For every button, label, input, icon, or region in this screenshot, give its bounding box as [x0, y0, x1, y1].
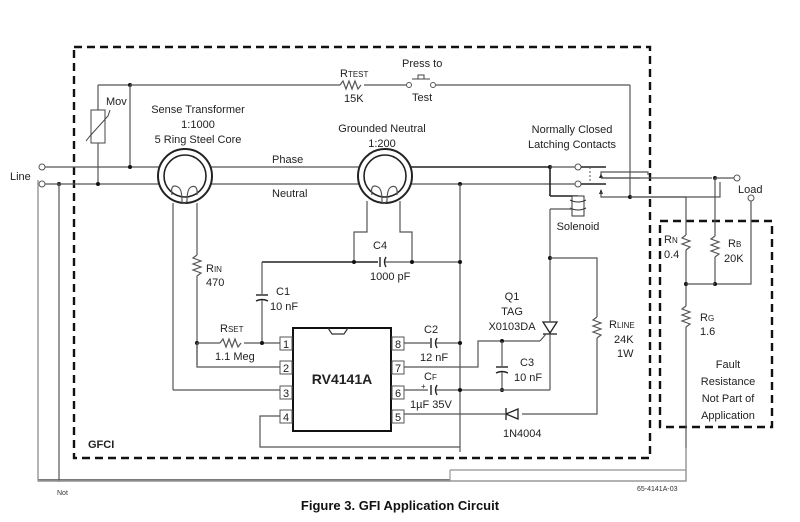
rb-resistor	[709, 235, 721, 258]
q1-line-2: TAG	[501, 306, 523, 318]
svg-text:3: 3	[283, 388, 289, 400]
svg-text:8: 8	[395, 339, 401, 351]
q1-line-1: Q1	[505, 291, 520, 303]
neutral-label: Neutral	[272, 188, 307, 200]
c4-label: C4	[373, 240, 387, 252]
figure-caption: Figure 3. GFI Application Circuit	[301, 498, 500, 513]
c3-label: C3	[520, 357, 534, 369]
rg-resistor	[680, 305, 692, 328]
rline-value: 24K	[614, 334, 634, 346]
grounded-neutral-line-1: Grounded Neutral	[338, 123, 425, 135]
rg-label: RG	[700, 312, 714, 324]
svg-text:2: 2	[283, 363, 289, 375]
chip-left-pins: 1 2 3 4	[279, 336, 293, 424]
rb-label: RB	[728, 238, 741, 250]
rtest-resistor	[339, 79, 362, 91]
q1-line-3: X0103DA	[488, 321, 536, 333]
rline-resistor	[591, 316, 603, 339]
c3-value: 10 nF	[514, 372, 542, 384]
c2-label: C2	[424, 324, 438, 336]
svg-text:6: 6	[395, 388, 401, 400]
svg-text:+: +	[421, 382, 426, 391]
line-label: Line	[10, 171, 31, 183]
rin-value: 470	[206, 277, 224, 289]
sense-transformer-line-1: Sense Transformer	[151, 104, 245, 116]
rn-value: 0.4	[664, 249, 679, 261]
diode-label: 1N4004	[503, 428, 542, 440]
svg-text:5: 5	[395, 412, 401, 424]
rtest-value: 15K	[344, 93, 364, 105]
sense-transformer-core	[157, 148, 213, 204]
fault-resistance-boundary	[658, 219, 774, 429]
phase-label: Phase	[272, 154, 303, 166]
chip-name: RV4141A	[312, 371, 372, 387]
fault-line-1: Fault	[716, 359, 740, 371]
contact-phase	[574, 163, 582, 171]
sense-transformer-line-3: 5 Ring Steel Core	[155, 134, 242, 146]
cf-value: 1µF 35V	[410, 399, 452, 411]
svg-text:4: 4	[283, 412, 289, 424]
rline-label: RLINE	[609, 319, 635, 331]
gfci-label: GFCI	[88, 439, 114, 451]
c1-value: 10 nF	[270, 301, 298, 313]
mov-label: Mov	[106, 96, 127, 108]
fault-line-3: Not Part of	[702, 393, 756, 405]
solenoid-label: Solenoid	[557, 221, 600, 233]
rline-rating: 1W	[617, 348, 634, 360]
test-pushbutton[interactable]	[412, 74, 430, 80]
cf-label: CF	[424, 371, 437, 383]
contacts-line-1: Normally Closed	[532, 124, 613, 136]
rn-resistor	[680, 234, 692, 251]
load-neutral-terminal	[747, 194, 755, 202]
rset-resistor	[219, 337, 242, 349]
grounded-neutral-line-2: 1:200	[368, 138, 396, 150]
load-label: Load	[738, 184, 762, 196]
grounded-neutral-core	[357, 148, 413, 204]
rin-label: RIN	[206, 263, 222, 275]
solenoid	[571, 195, 585, 217]
load-phase-terminal	[733, 174, 741, 182]
contact-neutral	[574, 180, 582, 188]
rg-value: 1.6	[700, 326, 715, 338]
figure-id: 65-4141A-03	[637, 486, 678, 493]
contacts-line-2: Latching Contacts	[528, 139, 617, 151]
rv4141a-chip	[292, 327, 392, 432]
rset-value: 1.1 Meg	[215, 351, 255, 363]
chip-right-pins: 8 7 6 5	[391, 336, 405, 424]
rset-label: RSET	[220, 323, 244, 335]
rtest-label: RTEST	[340, 68, 369, 80]
line-phase-terminal	[38, 163, 46, 171]
c2-value: 12 nF	[420, 352, 448, 364]
gfci-boundary	[72, 45, 652, 460]
footnote-fragment: Not	[57, 490, 68, 497]
q1-scr	[541, 321, 559, 335]
svg-text:7: 7	[395, 363, 401, 375]
line-neutral-terminal	[38, 180, 46, 188]
test-switch-bottom: Test	[412, 92, 432, 104]
fault-line-4: Application	[701, 410, 755, 422]
rin-resistor	[191, 254, 203, 277]
c1-label: C1	[276, 286, 290, 298]
diode-1n4004	[504, 408, 519, 420]
rb-value: 20K	[724, 253, 744, 265]
rn-label: RN	[664, 234, 678, 246]
c4-value: 1000 pF	[370, 271, 411, 283]
sense-transformer-line-2: 1:1000	[181, 119, 215, 131]
fault-line-2: Resistance	[701, 376, 755, 388]
svg-text:1: 1	[283, 339, 289, 351]
test-switch-top: Press to	[402, 58, 442, 70]
